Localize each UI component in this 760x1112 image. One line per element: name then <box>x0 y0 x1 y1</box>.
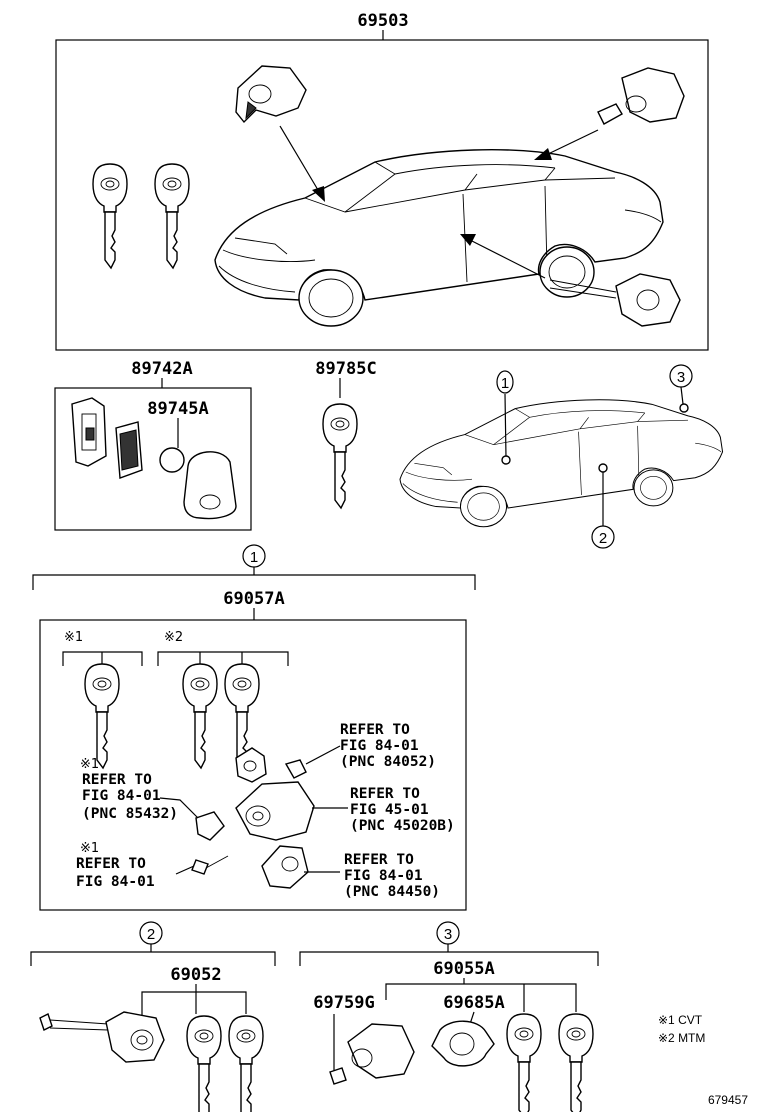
group-box-69503 <box>55 39 709 351</box>
svg-text:1: 1 <box>501 375 509 392</box>
callout-3-label: 3 <box>444 926 452 943</box>
part-number-69052[interactable]: 69052 <box>170 965 221 985</box>
key-cylinder-part <box>261 845 309 889</box>
bracket <box>30 951 276 966</box>
mark-cvt: ※1 <box>80 757 99 772</box>
part-number-89745A[interactable]: 89745A <box>147 399 208 419</box>
key-illustration <box>186 1015 222 1112</box>
arrow-line <box>545 129 599 156</box>
bracket <box>32 574 476 590</box>
key-illustration <box>558 1013 594 1112</box>
leader-line <box>305 745 341 765</box>
bracket <box>157 651 289 666</box>
svg-text:(PNC 85432): (PNC 85432) <box>82 806 178 822</box>
bracket <box>385 983 577 1012</box>
arrow-line <box>469 239 546 279</box>
svg-text:2: 2 <box>599 530 607 547</box>
refer-to-85432[interactable]: REFER TO FIG 84-01 (PNC 85432) <box>82 772 178 822</box>
part-number-89785C[interactable]: 89785C <box>315 359 376 379</box>
refer-to-84450[interactable]: REFER TO FIG 84-01 (PNC 84450) <box>344 852 440 900</box>
key-illustration <box>228 1015 264 1112</box>
refer-to-84052[interactable]: REFER TO FIG 84-01 (PNC 84052) <box>340 722 436 770</box>
callout-3: 3 <box>669 364 693 413</box>
trunk-lock-cylinder <box>329 1023 415 1085</box>
callout-2-label: 2 <box>147 926 155 943</box>
arrow-head <box>312 186 325 202</box>
mark-cvt: ※1 <box>64 630 83 645</box>
door-lock-cylinder <box>39 1011 165 1063</box>
key-illustration <box>154 163 190 269</box>
door-lock-cylinder <box>549 273 681 327</box>
callout-1: 1 <box>496 370 514 465</box>
part-number-69057A[interactable]: 69057A <box>223 589 284 609</box>
svg-text:3: 3 <box>677 369 685 386</box>
part-number-89742A[interactable]: 89742A <box>131 359 192 379</box>
refer-to-bolt[interactable]: REFER TO FIG 84-01 <box>76 856 155 890</box>
svg-text:FIG 84-01: FIG 84-01 <box>340 738 419 754</box>
arrow-head <box>534 148 552 160</box>
svg-text:REFER TO: REFER TO <box>76 856 146 872</box>
bracket <box>141 991 247 1022</box>
car-illustration <box>214 149 664 327</box>
part-number-69759G[interactable]: 69759G <box>313 993 374 1013</box>
part-number-69685A[interactable]: 69685A <box>443 993 504 1013</box>
key-illustration <box>84 663 120 769</box>
screw-part <box>191 855 229 875</box>
svg-text:REFER TO: REFER TO <box>340 722 410 738</box>
car-illustration <box>399 399 724 528</box>
part-number-69503[interactable]: 69503 <box>357 11 408 31</box>
group-box-89742A <box>54 387 252 531</box>
svg-text:FIG 84-01: FIG 84-01 <box>82 788 161 804</box>
bracket <box>299 951 599 966</box>
lock-cylinder-part <box>235 747 267 783</box>
svg-text:REFER TO: REFER TO <box>350 786 420 802</box>
callout-2: 2 <box>591 463 615 549</box>
transmitter-housing <box>71 397 107 467</box>
svg-text:REFER TO: REFER TO <box>344 852 414 868</box>
key-illustration <box>92 163 128 269</box>
svg-text:(PNC 84450): (PNC 84450) <box>344 884 440 900</box>
svg-text:(PNC 84052): (PNC 84052) <box>340 754 436 770</box>
svg-text:(PNC 45020B): (PNC 45020B) <box>350 818 455 834</box>
figure-id: 679457 <box>708 1093 748 1107</box>
svg-text:FIG 84-01: FIG 84-01 <box>76 874 155 890</box>
key-illustration <box>182 663 218 769</box>
part-number-69055A[interactable]: 69055A <box>433 959 494 979</box>
leader-line <box>175 865 195 875</box>
callout-1-label: 1 <box>250 549 258 566</box>
trunk-lock-cylinder <box>597 67 685 125</box>
ignition-cylinder <box>235 65 307 124</box>
svg-text:FIG 45-01: FIG 45-01 <box>350 802 429 818</box>
key-illustration <box>506 1013 542 1112</box>
leader-line <box>159 797 199 819</box>
arrow-head <box>460 234 476 246</box>
svg-text:FIG 84-01: FIG 84-01 <box>344 868 423 884</box>
steering-lock-housing <box>235 781 315 841</box>
arrow-line <box>279 125 319 191</box>
battery <box>159 447 185 473</box>
switch-part <box>284 759 307 779</box>
lock-retainer <box>431 1020 495 1067</box>
legend-mtm: ※2 MTM <box>658 1031 705 1045</box>
key-illustration <box>322 403 358 509</box>
transmitter-board <box>115 421 143 479</box>
transmitter-cover <box>183 451 237 520</box>
transponder-part <box>195 811 225 841</box>
mark-mtm: ※2 <box>164 630 183 645</box>
refer-to-45020B[interactable]: REFER TO FIG 45-01 (PNC 45020B) <box>350 786 455 834</box>
svg-text:REFER TO: REFER TO <box>82 772 152 788</box>
mark-cvt: ※1 <box>80 841 99 856</box>
group-box-69057A <box>39 619 467 911</box>
legend-cvt: ※1 CVT <box>658 1013 703 1027</box>
